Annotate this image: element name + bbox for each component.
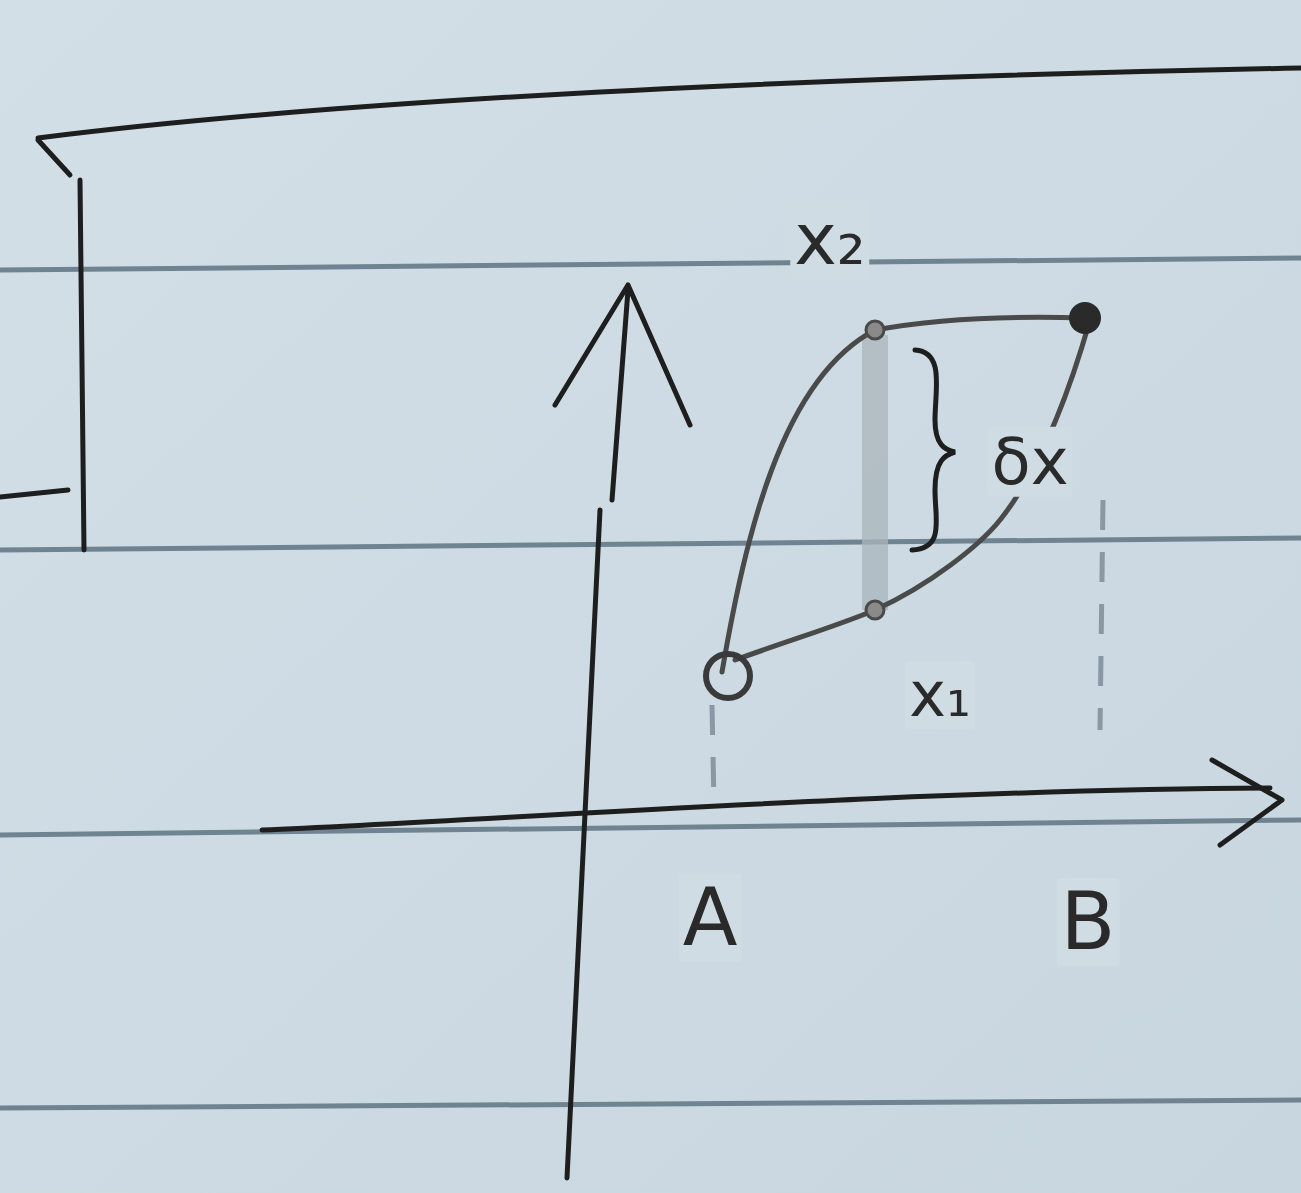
point-b [1069, 302, 1101, 334]
shaded-strip [862, 335, 888, 610]
point-a [706, 654, 750, 698]
sketch-label: δx [987, 427, 1072, 497]
sketch-label: x₁ [905, 661, 975, 729]
ruled-lines [0, 258, 1301, 1108]
sketch-label: A [679, 874, 742, 962]
drop-lines [712, 500, 1103, 805]
curves [722, 317, 1090, 672]
sketch-label: x₂ [790, 200, 869, 279]
frame-lines [0, 68, 1301, 550]
brace [912, 350, 955, 550]
sketch-label: B [1057, 878, 1120, 966]
point [866, 321, 884, 339]
point [866, 601, 884, 619]
axes [262, 285, 1282, 1178]
